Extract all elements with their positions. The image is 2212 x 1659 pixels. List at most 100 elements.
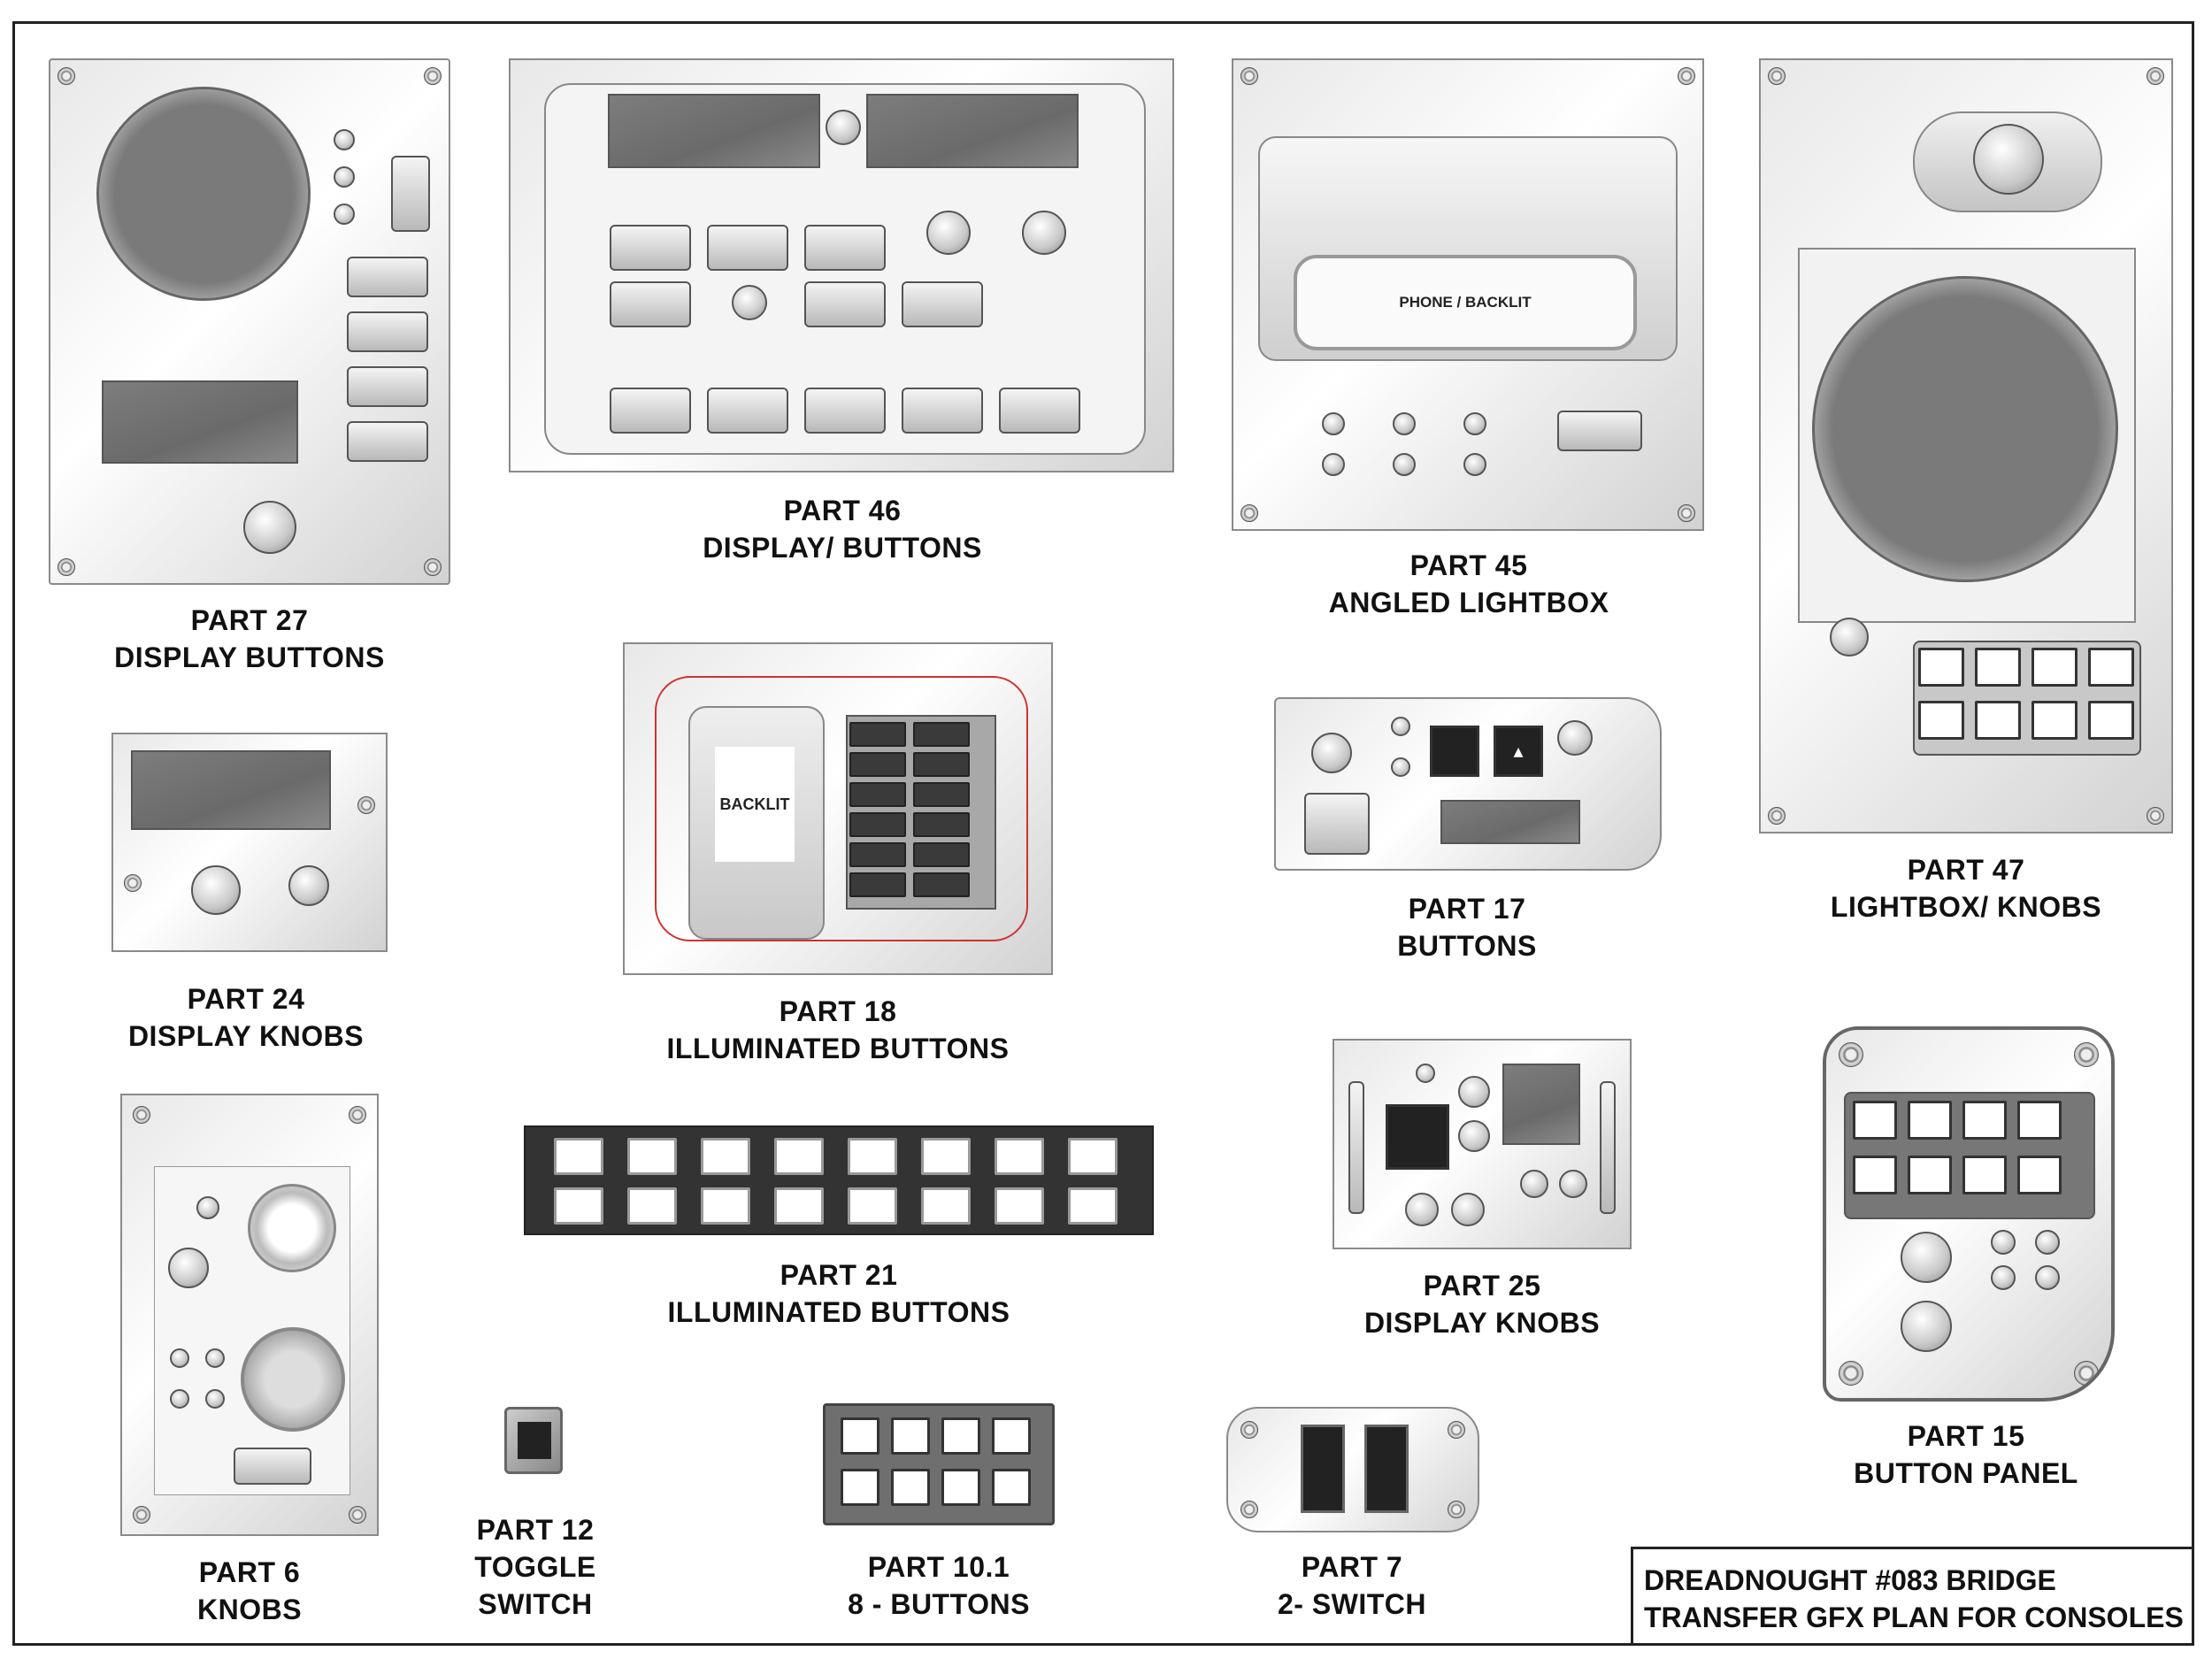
- small-knob: [1393, 412, 1416, 435]
- small-knob: [1559, 1170, 1587, 1198]
- illuminated-key: [913, 842, 970, 867]
- part-number: PART 6: [198, 1556, 301, 1588]
- round-connector: [248, 1184, 336, 1272]
- small-knob: [288, 865, 329, 906]
- part-15-panel: [1823, 1026, 2115, 1402]
- small-knob: [1463, 412, 1486, 435]
- screw-icon: [357, 796, 375, 814]
- push-button: [391, 156, 430, 232]
- button-block: [1304, 793, 1370, 855]
- illuminated-key: [1853, 1101, 1897, 1140]
- illuminated-key: [941, 1469, 980, 1506]
- illuminated-key: [1908, 1101, 1952, 1140]
- illuminated-key: [1918, 648, 1964, 687]
- illuminated-key: [701, 1138, 750, 1175]
- screw-icon: [349, 1106, 366, 1124]
- illuminated-key: [554, 1187, 603, 1225]
- screw-icon: [2147, 807, 2164, 825]
- small-knob: [1391, 717, 1410, 736]
- screw-icon: [58, 558, 75, 576]
- illuminated-key: [913, 722, 970, 747]
- illuminated-key: [627, 1187, 677, 1225]
- part-45-caption: PART 45 ANGLED LIGHTBOX: [1292, 547, 1646, 621]
- key-button: [902, 388, 983, 434]
- part-number: PART 27: [190, 604, 309, 636]
- illuminated-key: [2017, 1101, 2062, 1140]
- key-button: [610, 281, 691, 327]
- part-description: ILLUMINATED BUTTONS: [667, 1296, 1010, 1328]
- part-description: 8 - BUTTONS: [848, 1588, 1030, 1620]
- push-button-pair: [1557, 411, 1642, 451]
- illuminated-key: [774, 1138, 824, 1175]
- part-17-caption: PART 17 BUTTONS: [1290, 890, 1644, 964]
- screw-icon: [1768, 807, 1786, 825]
- rotary-knob: [243, 501, 296, 554]
- key-button: [610, 225, 691, 271]
- part-number: PART 45: [1409, 549, 1528, 581]
- small-knob: [1322, 412, 1345, 435]
- illuminated-key: [1068, 1187, 1118, 1225]
- screw-icon: [1240, 1421, 1258, 1439]
- rotary-knob: [191, 865, 241, 915]
- small-knob: [1557, 720, 1593, 756]
- key-button: [804, 225, 886, 271]
- illuminated-key: [1908, 1156, 1952, 1194]
- part-47-caption: PART 47 LIGHTBOX/ KNOBS: [1789, 851, 2143, 926]
- small-knob: [334, 204, 355, 225]
- screw-icon: [1839, 1361, 1863, 1386]
- illuminated-key: [921, 1187, 971, 1225]
- drawing-frame: [12, 21, 2194, 1646]
- key-button: [347, 311, 428, 352]
- key-button: [347, 421, 428, 462]
- push-button-round: [1405, 1193, 1439, 1226]
- illuminated-key: [849, 782, 906, 807]
- screw-icon: [2147, 67, 2164, 85]
- screw-icon: [349, 1506, 366, 1524]
- key-button: [999, 388, 1080, 434]
- illuminated-key: [995, 1138, 1044, 1175]
- key-button: [347, 257, 428, 297]
- rect-display: [1440, 800, 1580, 844]
- part-18-panel: BACKLIT: [623, 642, 1053, 975]
- part-27-caption: PART 27 DISPLAY BUTTONS: [71, 602, 428, 676]
- illuminated-key: [1068, 1138, 1118, 1175]
- small-knob: [196, 1196, 219, 1219]
- part-number: PART 25: [1423, 1270, 1541, 1302]
- illuminated-key: [1853, 1156, 1897, 1194]
- illuminated-key: [2032, 701, 2078, 740]
- rotary-knob: [1973, 124, 2044, 195]
- illuminated-key: [1962, 1101, 2007, 1140]
- part-46-panel: [509, 58, 1174, 472]
- key-button: [347, 366, 428, 407]
- part-number: PART 10.1: [867, 1551, 1010, 1583]
- center-knob: [826, 110, 861, 145]
- screw-icon: [1768, 67, 1786, 85]
- small-knob: [168, 1248, 209, 1288]
- part-number: PART 7: [1301, 1551, 1403, 1583]
- small-knob: [1991, 1265, 2016, 1290]
- part-6-caption: PART 6 KNOBS: [73, 1554, 426, 1628]
- round-display: [96, 87, 311, 301]
- part-description: DISPLAY/ BUTTONS: [703, 532, 982, 564]
- part-description: BUTTONS: [1397, 930, 1537, 962]
- screw-icon: [424, 67, 442, 85]
- push-button-round: [1901, 1232, 1952, 1283]
- illuminated-key: [1975, 648, 2021, 687]
- part-description: DISPLAY KNOBS: [127, 1020, 365, 1052]
- illuminated-key: [891, 1469, 930, 1506]
- part-24-caption: PART 24 DISPLAY KNOBS: [69, 980, 423, 1055]
- small-knob: [1458, 1120, 1490, 1152]
- part-number: PART 46: [783, 495, 902, 526]
- part-10-1-caption: PART 10.1 8 - BUTTONS: [762, 1548, 1116, 1623]
- small-knob: [334, 129, 355, 150]
- illuminated-key: [941, 1417, 980, 1455]
- illuminated-key: [841, 1469, 879, 1506]
- part-21-panel: [524, 1125, 1154, 1235]
- illuminated-key: [1918, 701, 1964, 740]
- screw-icon: [1678, 67, 1695, 85]
- illuminated-key: [848, 1138, 897, 1175]
- key-button: [610, 388, 691, 434]
- part-15-caption: PART 15 BUTTON PANEL: [1789, 1417, 2143, 1492]
- push-button-round: [1451, 1193, 1485, 1226]
- small-knob: [1520, 1170, 1548, 1198]
